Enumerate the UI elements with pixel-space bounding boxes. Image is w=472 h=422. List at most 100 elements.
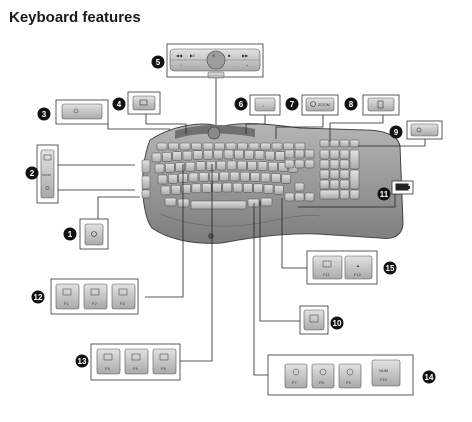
keyboard-key bbox=[164, 197, 177, 207]
callout-number-label: 7 bbox=[290, 100, 295, 109]
keyboard-key bbox=[349, 169, 360, 190]
mute-icon: ✕ bbox=[212, 53, 215, 58]
callout-number-label: 3 bbox=[42, 110, 47, 119]
keyboard-key bbox=[222, 182, 233, 193]
keyboard-key bbox=[175, 162, 185, 172]
keyboard-key bbox=[234, 149, 244, 160]
callout-number-7: 7 bbox=[285, 97, 299, 111]
keyboard-key bbox=[188, 172, 199, 183]
keyboard-key bbox=[185, 161, 196, 172]
callout-box-3 bbox=[55, 99, 109, 125]
keyboard-key bbox=[319, 149, 330, 160]
keyboard-key bbox=[141, 175, 151, 190]
keyboard-key bbox=[265, 150, 275, 161]
keyboard-key bbox=[294, 159, 305, 169]
keyboard-key bbox=[304, 192, 315, 202]
keyboard-key bbox=[271, 173, 281, 183]
keyboard-body bbox=[142, 123, 404, 244]
keyboard-key bbox=[229, 171, 240, 182]
callout-number-14: 14 bbox=[422, 370, 436, 384]
keyboard-key bbox=[275, 151, 285, 161]
callout-box-10 bbox=[299, 305, 329, 335]
keyboard-key bbox=[339, 169, 350, 180]
callout-number-label: 4 bbox=[117, 100, 122, 109]
callout-number-5: 5 bbox=[151, 55, 165, 69]
callout-number-13: 13 bbox=[75, 354, 89, 368]
callout-number-1: 1 bbox=[63, 227, 77, 241]
keyboard-key bbox=[225, 142, 237, 151]
key-label-f5: F5 bbox=[133, 366, 138, 371]
keyboard-key bbox=[284, 149, 295, 159]
volume-down-icon: − bbox=[180, 63, 183, 68]
callout-number-label: 1 bbox=[68, 230, 73, 239]
callout-box-11 bbox=[391, 180, 414, 195]
callout-number-9: 9 bbox=[389, 125, 403, 139]
keyboard-key bbox=[154, 163, 165, 174]
keyboard-key bbox=[339, 139, 350, 148]
keyboard-key bbox=[209, 171, 219, 182]
keyboard-key bbox=[179, 142, 191, 151]
callout-number-label: 13 bbox=[78, 357, 87, 366]
keyboard-key bbox=[304, 149, 315, 159]
keyboard-key bbox=[162, 152, 172, 162]
keyboard-key bbox=[203, 150, 213, 160]
keyboard-key bbox=[271, 142, 283, 151]
keyboard-key bbox=[263, 184, 274, 194]
keyboard-key bbox=[168, 142, 179, 151]
callout-number-label: 10 bbox=[333, 319, 342, 328]
keyboard-key bbox=[212, 182, 222, 193]
keyboard-key bbox=[226, 160, 237, 171]
keyboard-key bbox=[191, 183, 202, 194]
callout-number-12: 12 bbox=[31, 290, 45, 304]
keyboard-key bbox=[240, 171, 250, 182]
keyboard-key bbox=[190, 200, 247, 210]
media-controls-box: ◀◀ ▶‖ ✕ ■ ▶▶ − + bbox=[166, 43, 264, 79]
keyboard-key bbox=[248, 142, 260, 151]
callout-box-14: F7 F8 F9 NUM F10 bbox=[267, 354, 414, 396]
keyboard-key bbox=[216, 160, 227, 171]
palm-rest-seam bbox=[159, 213, 321, 227]
callout-number-label: 6 bbox=[239, 100, 244, 109]
keyboard-key bbox=[284, 192, 295, 202]
stop-icon: ■ bbox=[228, 53, 231, 58]
callout-box-15: ▲ F11 F12 bbox=[306, 250, 378, 285]
callout-box-8 bbox=[362, 94, 400, 116]
keyboard-key bbox=[260, 172, 271, 183]
keyboard-key bbox=[268, 161, 278, 172]
keyboard-key bbox=[181, 184, 191, 194]
key-label-f12: F12 bbox=[354, 272, 362, 277]
keyboard-key bbox=[206, 161, 216, 171]
keyboard-key bbox=[294, 182, 305, 192]
key-label-num: NUM bbox=[379, 368, 388, 373]
key-label-f8: F8 bbox=[319, 380, 324, 385]
keyboard-key bbox=[319, 159, 330, 170]
leader-lines bbox=[58, 78, 426, 376]
key-label-f1: F1 bbox=[64, 301, 69, 306]
keyboard-key bbox=[151, 152, 162, 163]
media-dial bbox=[207, 126, 221, 140]
keyboard-key bbox=[214, 142, 225, 151]
keyboard-key bbox=[284, 159, 295, 169]
keyboard-key bbox=[244, 150, 254, 160]
callout-number-label: 9 bbox=[394, 128, 399, 137]
keyboard-key bbox=[339, 149, 350, 160]
keyboard-key bbox=[172, 151, 182, 161]
callout-box-7: ZOOM bbox=[301, 94, 339, 116]
keyboard-key bbox=[260, 197, 273, 207]
keyboard-key bbox=[213, 149, 224, 160]
keyboard-key bbox=[232, 182, 243, 193]
key-label-f3: F3 bbox=[120, 301, 125, 306]
keyboard-key bbox=[349, 149, 360, 170]
keyboard-key bbox=[257, 161, 268, 171]
keyboard-key bbox=[329, 169, 340, 180]
keyboard-key bbox=[319, 179, 330, 190]
keyboard-key bbox=[165, 163, 175, 173]
keyboard-key bbox=[281, 174, 291, 184]
callout-number-label: 15 bbox=[386, 264, 395, 273]
keyboard-key bbox=[329, 179, 340, 190]
logitech-logo bbox=[208, 233, 214, 239]
keyboard-key bbox=[157, 174, 168, 185]
key-label-f9: F9 bbox=[346, 380, 351, 385]
keyboard-key bbox=[247, 161, 257, 171]
